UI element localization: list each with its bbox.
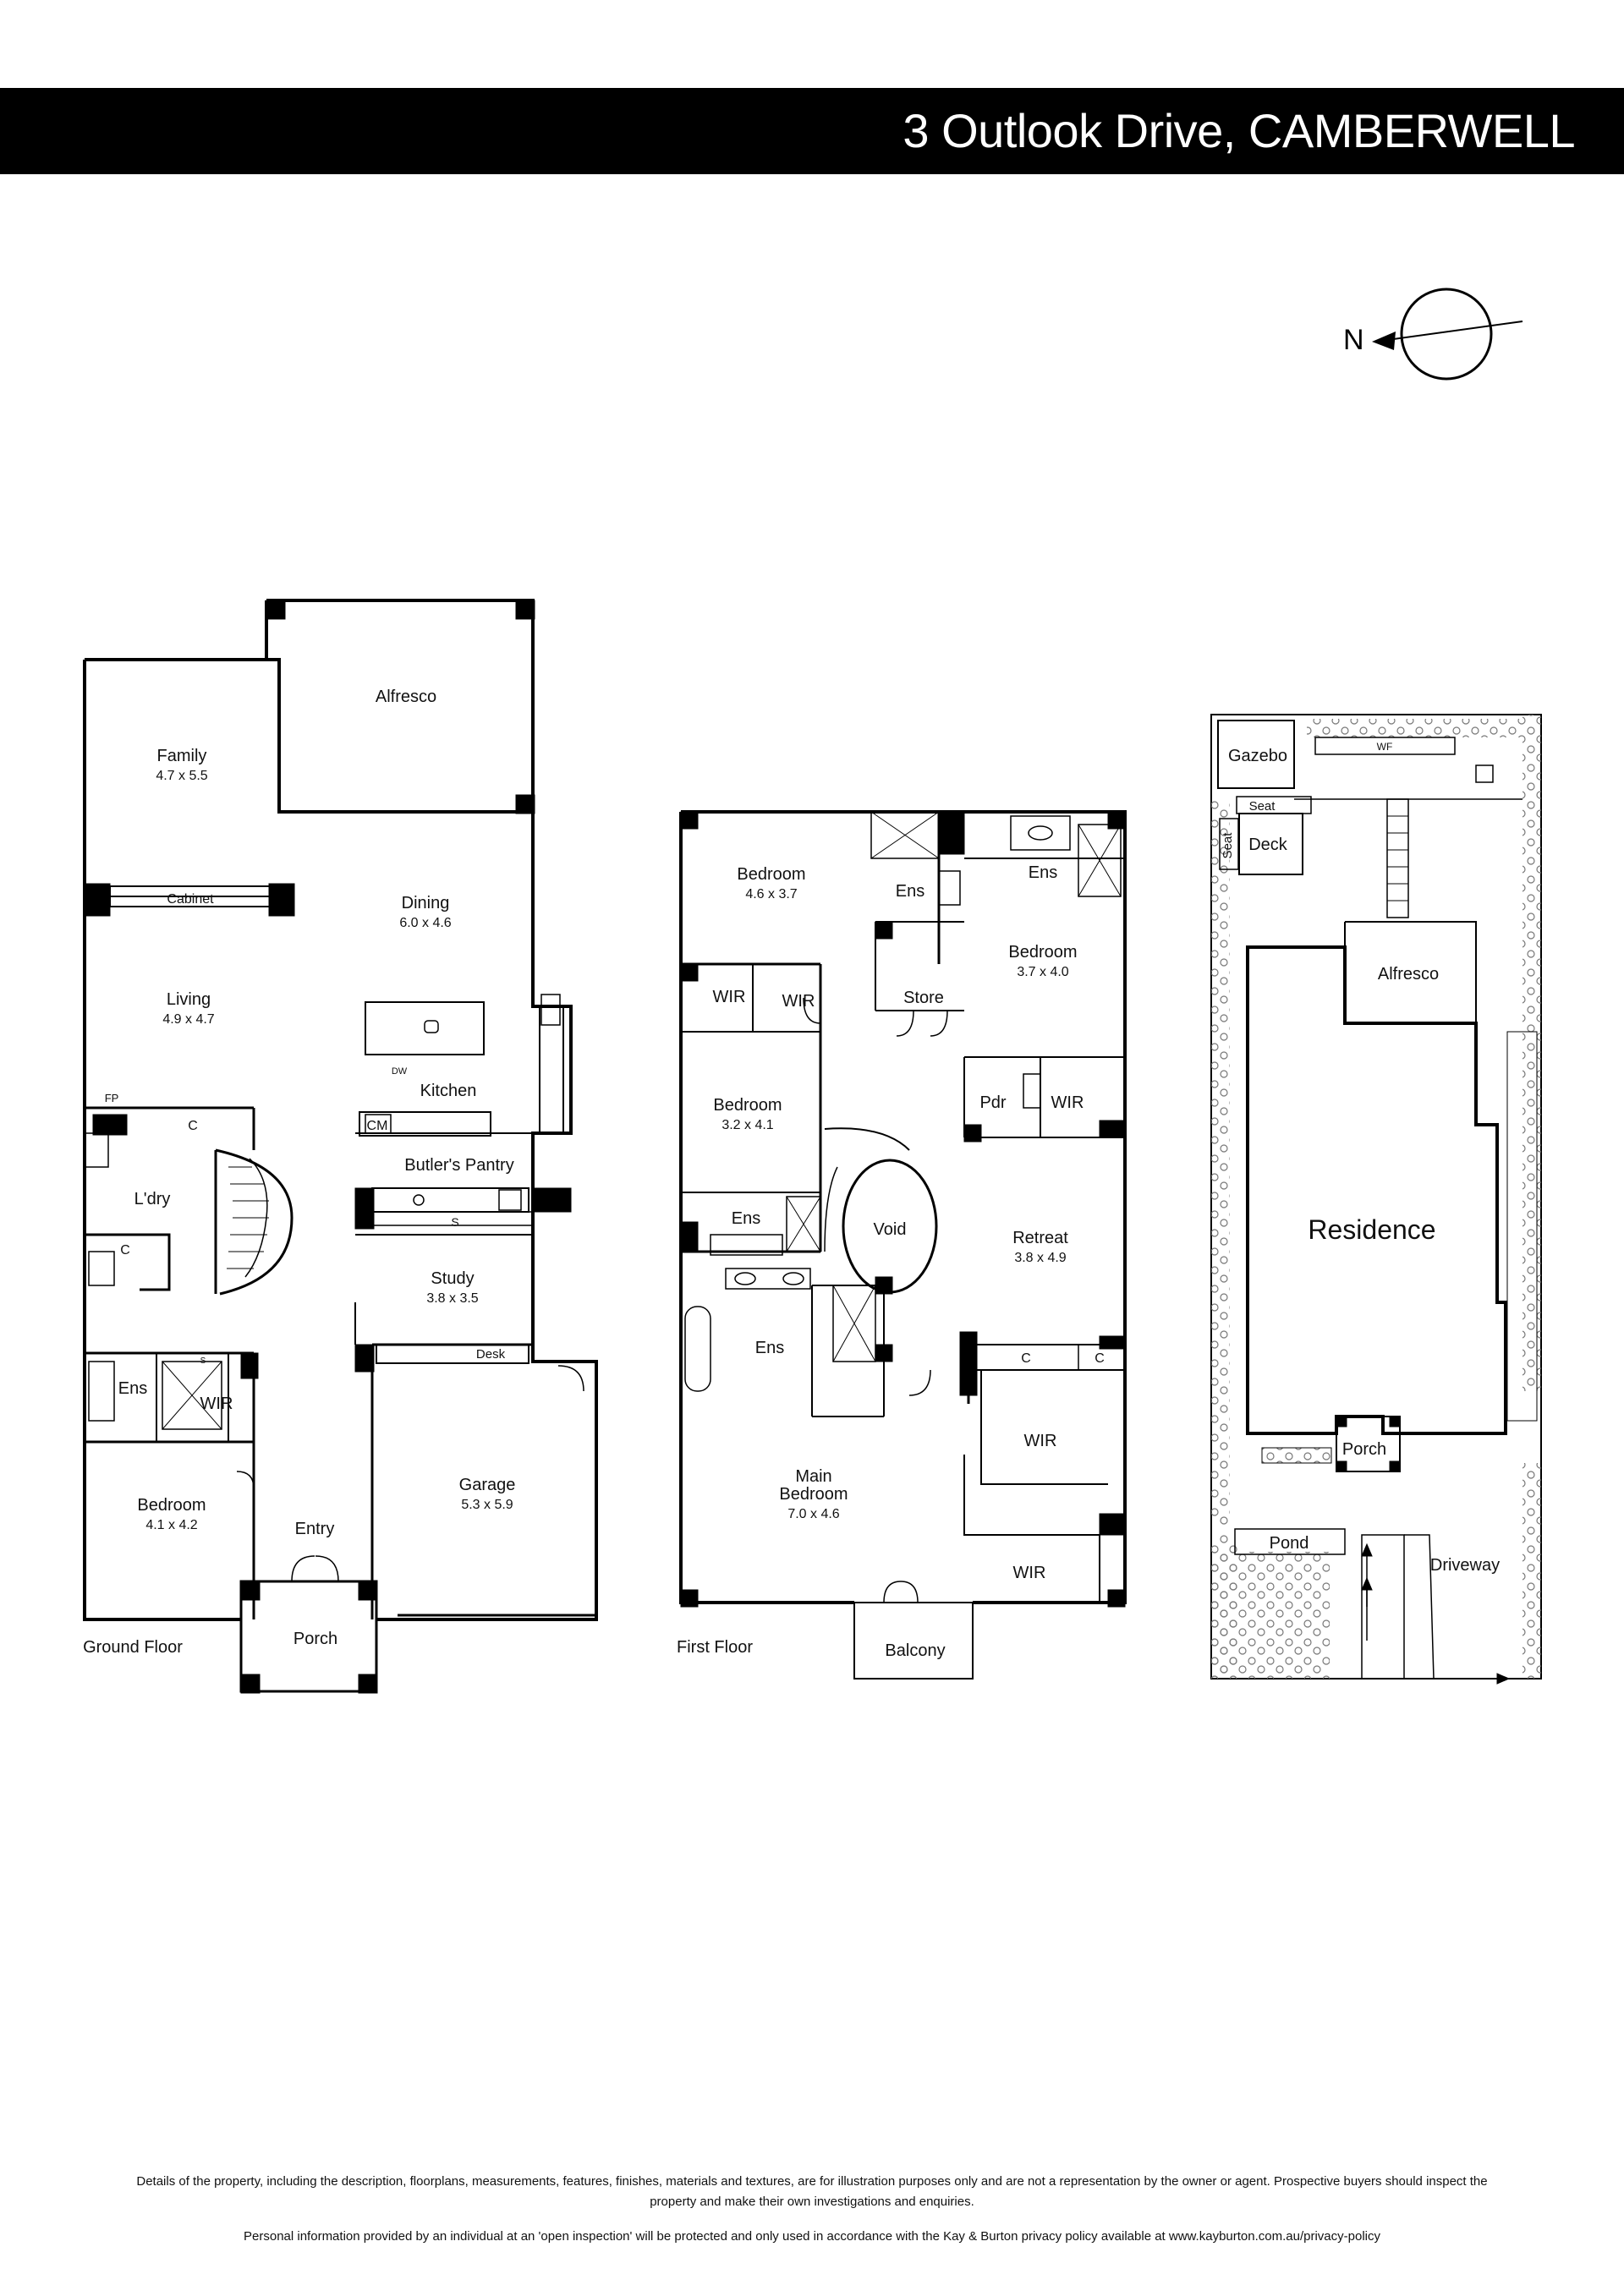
room-wir-3: WIR <box>1051 1093 1084 1112</box>
site-seat-1: Seat <box>1249 799 1276 814</box>
header-banner: 3 Outlook Drive, CAMBERWELL <box>0 88 1624 174</box>
room-store: Store <box>903 989 944 1007</box>
room-laundry: L'dry <box>134 1190 171 1208</box>
site-pond: Pond <box>1270 1534 1309 1553</box>
compass-north-label: N <box>1343 324 1364 356</box>
room-retreat: Retreat <box>1012 1229 1068 1247</box>
site-seat-2: Seat <box>1221 832 1235 859</box>
disclaimer-line-1: Details of the property, including the d… <box>136 2174 1488 2189</box>
room-living-size: 4.9 x 4.7 <box>162 1012 214 1027</box>
label-cupboard-a: C <box>1021 1351 1031 1366</box>
room-wir-4: WIR <box>1024 1432 1057 1450</box>
room-main-bedroom-size: 7.0 x 4.6 <box>787 1507 839 1521</box>
room-bedroom-2-size: 3.7 x 4.0 <box>1017 965 1068 979</box>
room-butlers-pantry: Butler's Pantry <box>404 1156 513 1175</box>
site-alfresco: Alfresco <box>1378 965 1439 984</box>
site-driveway: Driveway <box>1430 1556 1500 1575</box>
ground-floor-labels: Alfresco Family 4.7 x 5.5 Cabinet Dining… <box>83 688 515 1657</box>
property-address: 3 Outlook Drive, CAMBERWELL <box>903 104 1575 157</box>
room-balcony: Balcony <box>885 1641 945 1660</box>
site-deck: Deck <box>1248 836 1288 854</box>
label-dw: DW <box>392 1066 408 1077</box>
label-void: Void <box>874 1220 907 1239</box>
room-dining-size: 6.0 x 4.6 <box>399 916 451 930</box>
room-ensuite-1: Ens <box>896 882 924 901</box>
site-plan <box>1210 714 1542 1685</box>
room-family-size: 4.7 x 5.5 <box>156 769 207 783</box>
privacy-notice: Personal information provided by an indi… <box>85 2227 1539 2247</box>
room-living: Living <box>167 990 211 1009</box>
site-water-feature: WF <box>1377 741 1393 753</box>
room-powder: Pdr <box>979 1093 1006 1112</box>
room-ensuite-4: Ens <box>755 1339 784 1357</box>
room-porch: Porch <box>294 1630 337 1648</box>
label-cupboard-b: C <box>1095 1351 1105 1366</box>
room-kitchen: Kitchen <box>420 1082 477 1100</box>
room-wir-2: WIR <box>782 992 815 1011</box>
first-floor-labels: Bedroom 4.6 x 3.7 Ens Ens Bedroom 3.7 x … <box>677 863 1105 1660</box>
room-retreat-size: 3.8 x 4.9 <box>1014 1251 1066 1265</box>
room-wir-1: WIR <box>713 988 746 1006</box>
room-bedroom-1: Bedroom <box>737 865 805 884</box>
compass-rose: N <box>1343 288 1523 381</box>
room-bedroom-2: Bedroom <box>1008 943 1077 962</box>
room-alfresco: Alfresco <box>376 688 436 706</box>
room-ensuite-3: Ens <box>732 1209 760 1228</box>
room-family: Family <box>157 747 207 765</box>
room-dining: Dining <box>402 894 450 912</box>
room-ensuite-2: Ens <box>1029 863 1057 882</box>
site-plan-labels: Gazebo WF Seat Seat Deck Alfresco Reside… <box>1221 741 1500 1575</box>
label-cm: CM <box>367 1119 388 1133</box>
room-study: Study <box>431 1269 474 1288</box>
room-bedroom-3: Bedroom <box>713 1096 782 1115</box>
label-desk: Desk <box>476 1347 506 1362</box>
room-cabinet: Cabinet <box>167 892 214 907</box>
label-cupboard-2: C <box>120 1243 130 1258</box>
room-bedroom-1-size: 4.6 x 3.7 <box>745 887 797 901</box>
room-study-size: 3.8 x 3.5 <box>426 1291 478 1306</box>
room-main-bedroom-line2: Bedroom <box>779 1485 848 1504</box>
room-bedroom: Bedroom <box>137 1496 206 1515</box>
ground-floor-plan <box>83 599 598 1694</box>
room-main-bedroom-line1: Main <box>795 1467 831 1486</box>
room-entry: Entry <box>295 1520 335 1538</box>
room-wir-5: WIR <box>1013 1564 1046 1582</box>
label-sink: S <box>451 1215 458 1229</box>
first-floor-plan <box>679 810 1127 1680</box>
room-ensuite: Ens <box>118 1379 147 1398</box>
disclaimer: Details of the property, including the d… <box>85 2172 1539 2212</box>
room-bedroom-3-size: 3.2 x 4.1 <box>721 1118 773 1132</box>
label-fp: FP <box>105 1092 119 1104</box>
privacy-line: Personal information provided by an indi… <box>244 2229 1380 2244</box>
room-garage-size: 5.3 x 5.9 <box>461 1498 513 1512</box>
label-shelf: S <box>200 1356 206 1366</box>
label-cupboard-1: C <box>188 1119 198 1133</box>
first-floor-caption: First Floor <box>677 1638 753 1657</box>
site-gazebo: Gazebo <box>1228 747 1287 765</box>
site-residence: Residence <box>1308 1214 1435 1245</box>
disclaimer-line-2: property and make their own investigatio… <box>650 2195 974 2209</box>
room-wir: WIR <box>200 1395 233 1413</box>
room-bedroom-size: 4.1 x 4.2 <box>145 1518 197 1532</box>
ground-floor-caption: Ground Floor <box>83 1638 183 1657</box>
site-porch: Porch <box>1342 1440 1386 1459</box>
room-garage: Garage <box>459 1476 516 1494</box>
